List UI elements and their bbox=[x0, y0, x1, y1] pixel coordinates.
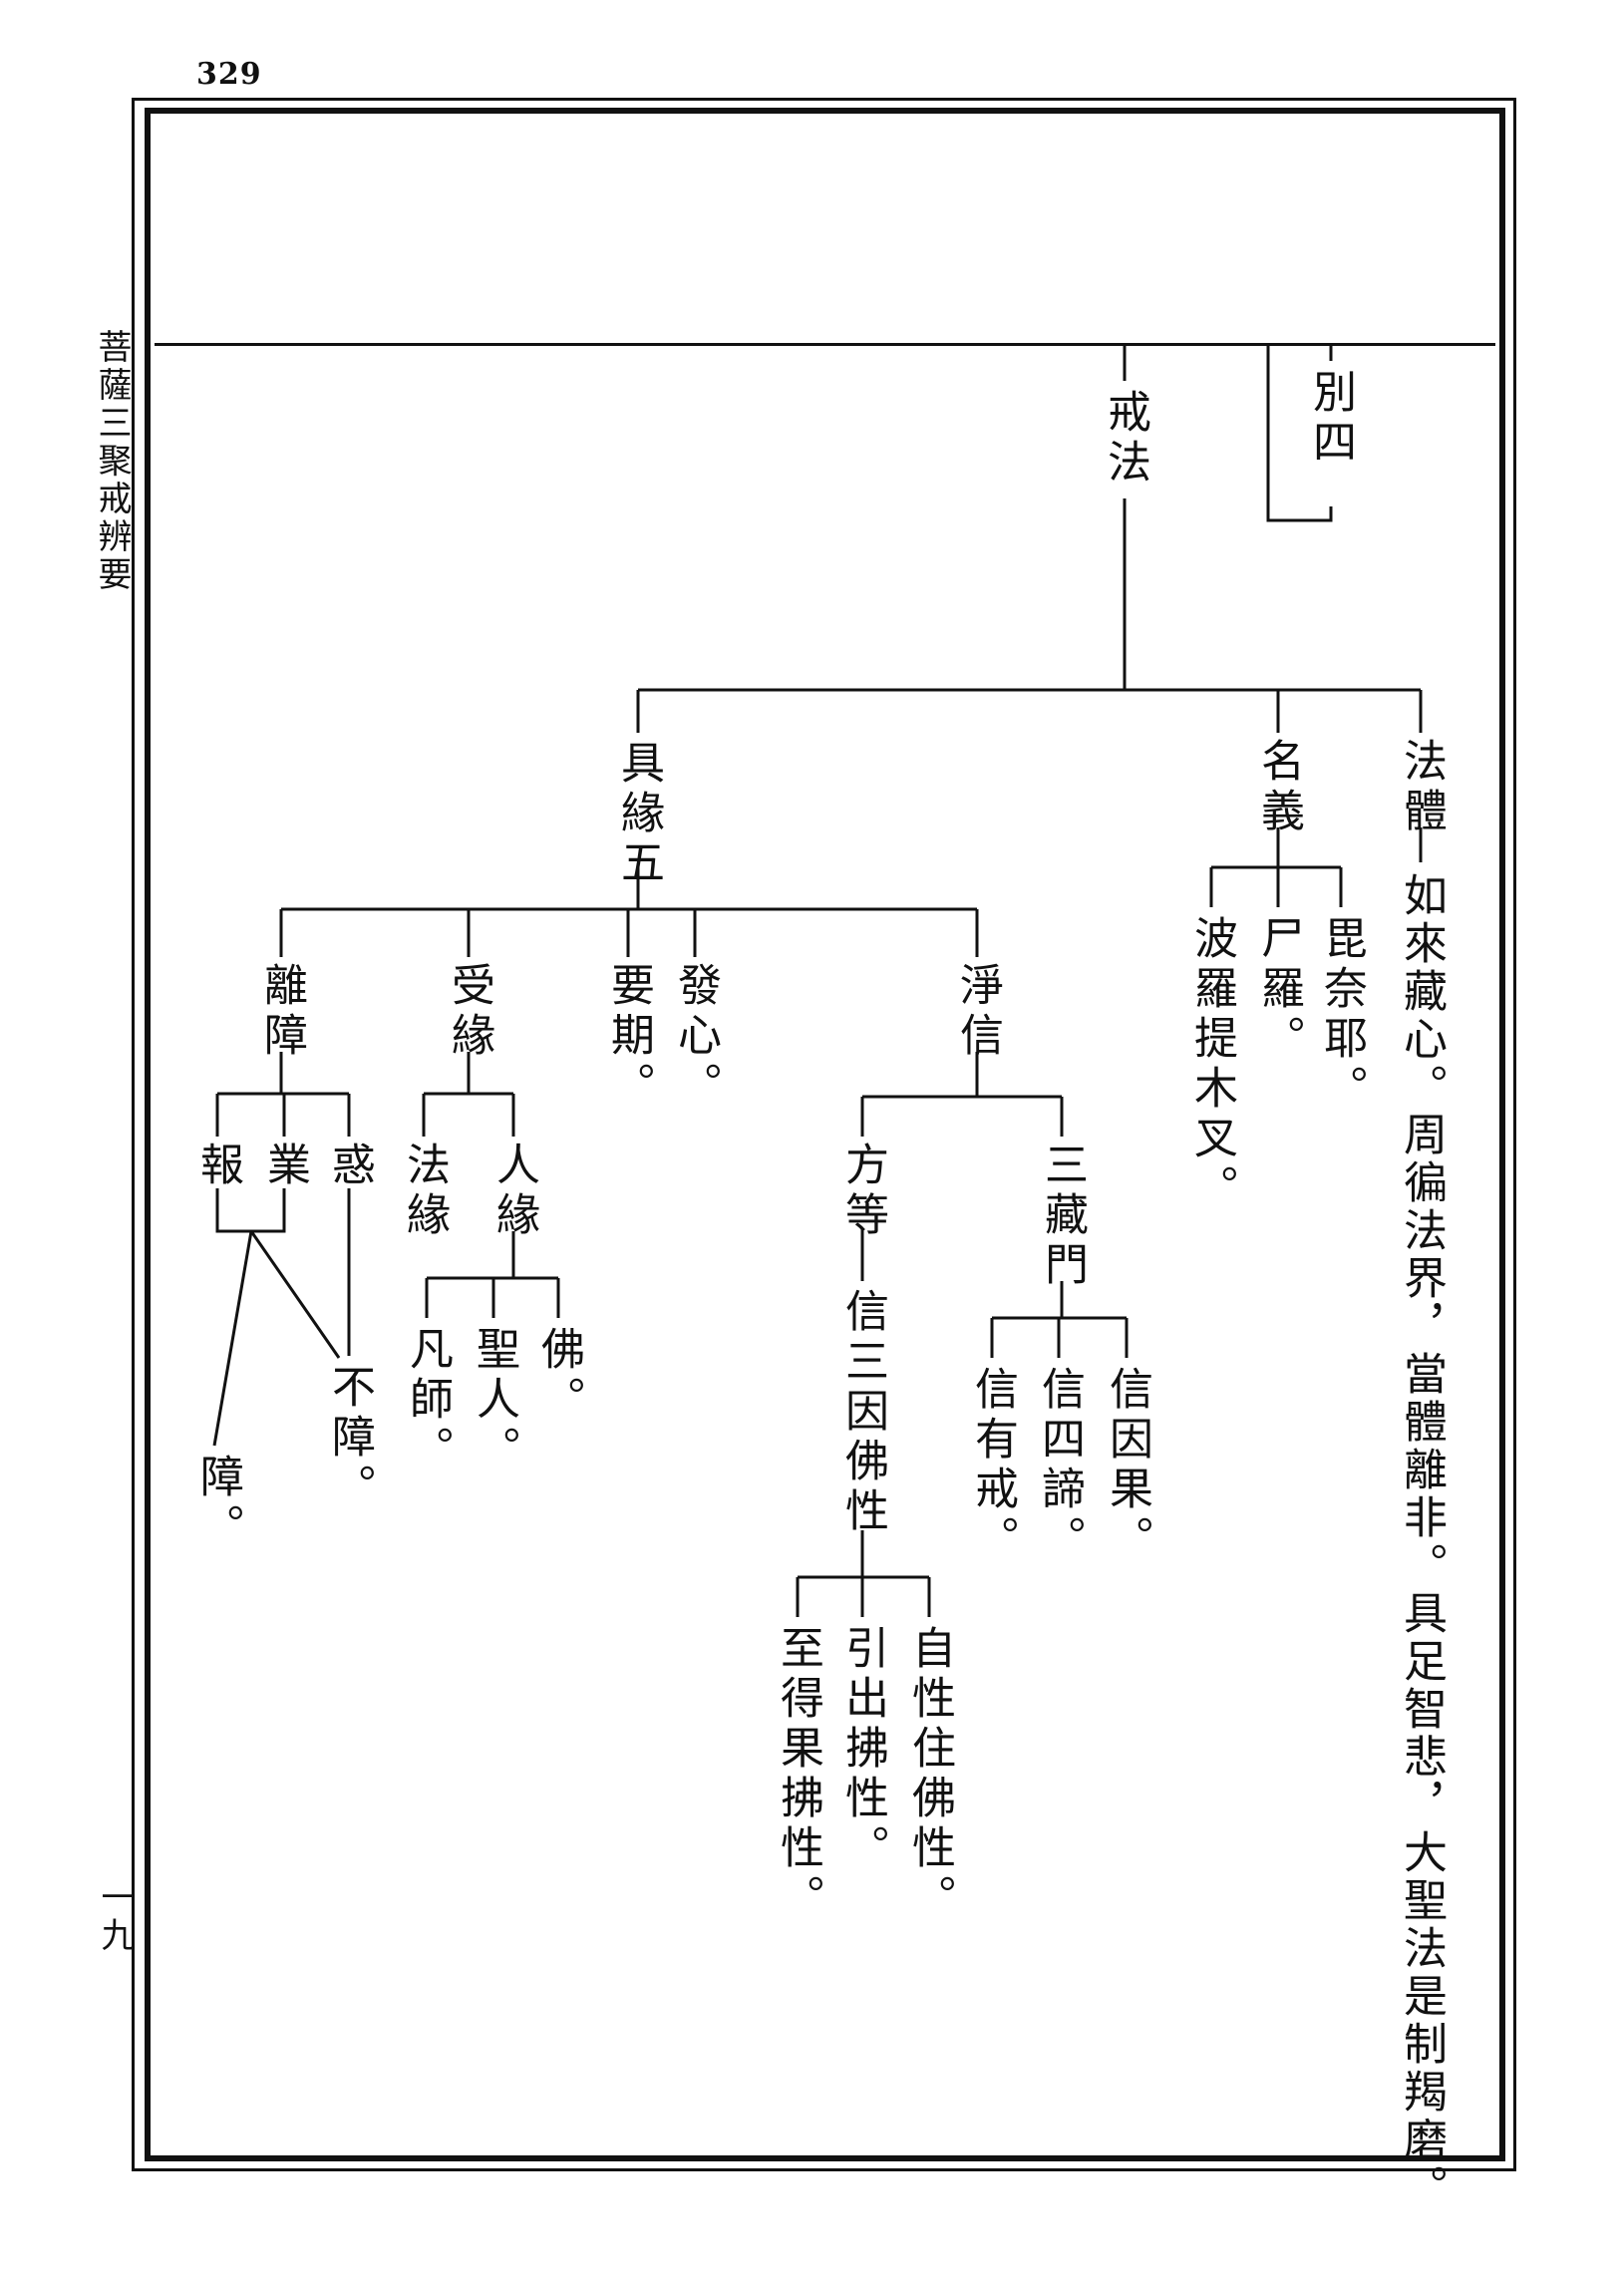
mingyi-item-shiluo: 尸羅。 bbox=[1253, 915, 1304, 1065]
node-mingyi: 名義 bbox=[1253, 738, 1304, 837]
fati-definition: 如來藏心。周徧法界，當體離非。具足智悲，大聖法是制羯磨。 bbox=[1396, 872, 1447, 2212]
node-fangdeng: 方等 bbox=[837, 1142, 888, 1241]
page-frame-inner bbox=[145, 108, 1505, 2161]
page-number: 329 bbox=[196, 57, 262, 92]
renyuan-item-fo: 佛。 bbox=[533, 1326, 584, 1426]
node-jiefa: 戒法 bbox=[1100, 389, 1150, 489]
lizhang-item-bao: 報 bbox=[192, 1142, 243, 1191]
sanzang-item-yinguo: 信因果。 bbox=[1102, 1366, 1152, 1565]
node-jingxin: 淨信 bbox=[952, 962, 1003, 1062]
node-faxin: 發心。 bbox=[670, 962, 721, 1112]
foxing-item-zhideguo: 至得果拂性。 bbox=[773, 1625, 823, 1924]
node-juyuanwu: 具緣五 bbox=[613, 740, 664, 889]
node-buzhang: 不障。 bbox=[324, 1364, 375, 1513]
renyuan-item-fanshi: 凡師。 bbox=[402, 1326, 453, 1475]
lizhang-item-ye: 業 bbox=[259, 1142, 310, 1191]
header-rule bbox=[155, 343, 1495, 346]
node-zhang: 障。 bbox=[192, 1454, 243, 1553]
node-xin-sanyin-foxing: 信三因佛性 bbox=[837, 1288, 888, 1537]
folio-number: 一九 bbox=[95, 1879, 135, 1955]
foxing-item-zixingzhu: 自性住佛性。 bbox=[904, 1625, 955, 1924]
mingyi-item-boluotimucha: 波羅提木叉。 bbox=[1186, 915, 1237, 1214]
sanzang-item-sidi: 信四諦。 bbox=[1034, 1366, 1085, 1565]
node-biesi: 別四 bbox=[1305, 369, 1356, 469]
node-shouyuan: 受緣 bbox=[444, 962, 494, 1062]
node-lizhang: 離障 bbox=[256, 962, 307, 1062]
node-renyuan: 人緣 bbox=[488, 1142, 539, 1241]
renyuan-item-shengren: 聖人。 bbox=[469, 1326, 519, 1475]
lizhang-item-huo: 惑 bbox=[324, 1142, 375, 1191]
node-sanzangmen: 三藏門 bbox=[1037, 1142, 1088, 1291]
running-title: 菩薩三聚戒辨要 bbox=[92, 329, 132, 594]
page-frame-outer bbox=[132, 98, 1516, 2171]
foxing-item-yinchu: 引出拂性。 bbox=[837, 1625, 888, 1874]
node-fati: 法體 bbox=[1396, 738, 1447, 837]
sanzang-item-youjie: 信有戒。 bbox=[967, 1366, 1018, 1565]
mingyi-item-pinaiye: 毘奈耶。 bbox=[1316, 915, 1367, 1115]
node-yaoqi: 要期。 bbox=[603, 962, 654, 1112]
node-fayuan: 法緣 bbox=[399, 1142, 450, 1241]
